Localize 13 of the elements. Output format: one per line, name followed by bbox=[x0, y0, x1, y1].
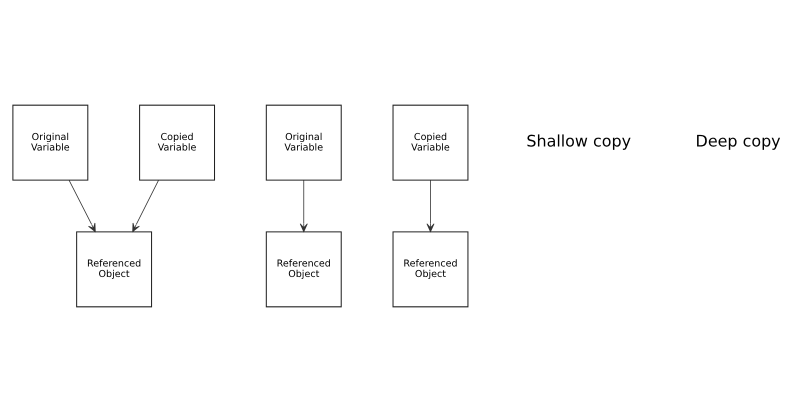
arrow bbox=[132, 179, 159, 232]
arrow bbox=[300, 179, 308, 232]
node-box: Original Variable bbox=[266, 104, 342, 180]
node-box: Copied Variable bbox=[139, 104, 216, 180]
label: Shallow copy bbox=[526, 131, 632, 150]
node-box: Referenced Object bbox=[392, 230, 468, 307]
node-box: Copied Variable bbox=[392, 104, 468, 180]
node-box: Referenced Object bbox=[76, 230, 152, 307]
label: Deep copy bbox=[696, 131, 781, 150]
arrow bbox=[426, 179, 434, 232]
node-box: Referenced Object bbox=[266, 230, 342, 307]
node-box: Original Variable bbox=[12, 104, 88, 180]
arrow bbox=[68, 179, 96, 232]
